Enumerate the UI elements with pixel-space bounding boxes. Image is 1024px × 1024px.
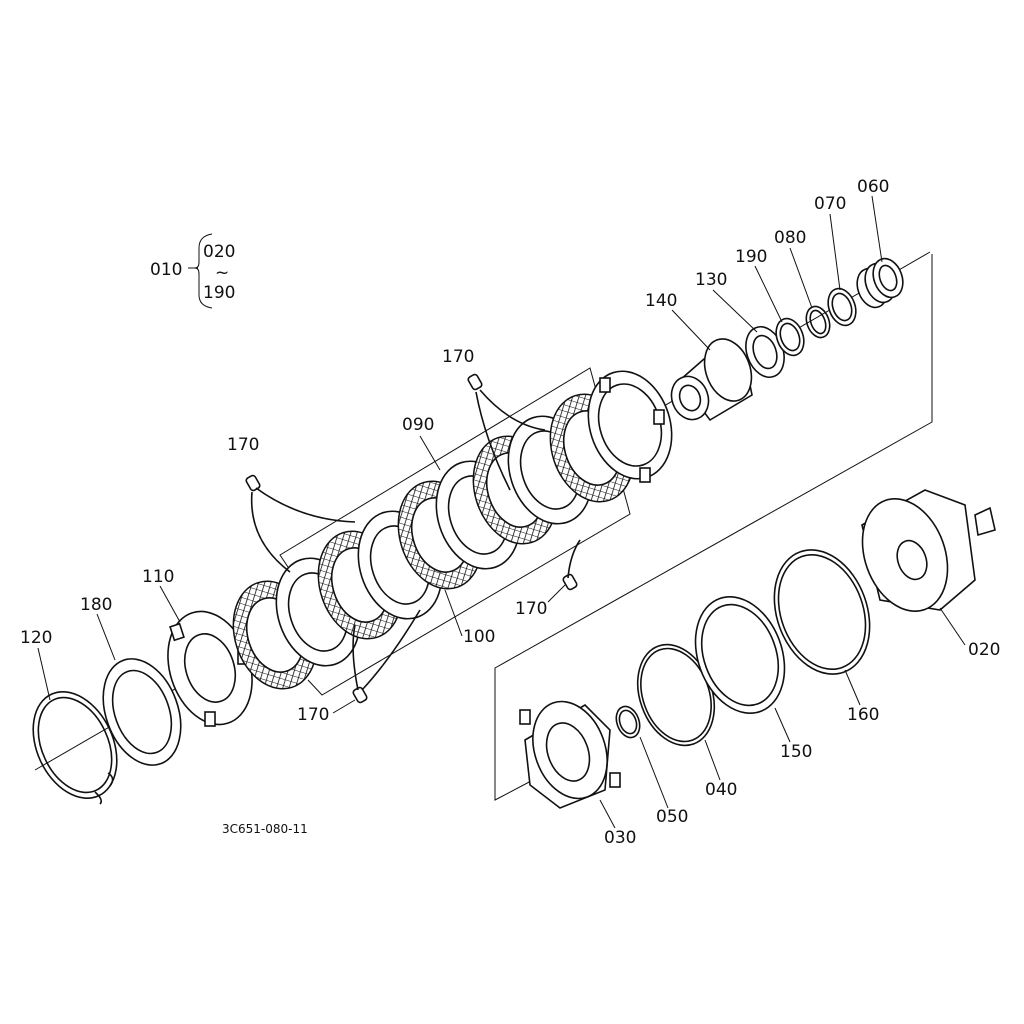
callout-170-right: 170 [515,599,547,619]
hub-140 [670,338,753,422]
callout-190: 190 [735,247,767,267]
callout-090: 090 [402,415,434,435]
callout-170-bottom: 170 [297,705,329,725]
spring-060 [856,257,904,309]
callout-180: 180 [80,595,112,615]
callout-170-left: 170 [227,435,259,455]
callout-080: 080 [774,228,806,248]
callout-070: 070 [814,194,846,214]
o-ring-050 [615,705,641,739]
callout-140: 140 [645,291,677,311]
drum-020 [861,489,996,612]
callout-060: 060 [857,177,889,197]
assembly-to-label: 190 [203,283,235,303]
housing-030 [519,700,621,809]
assembly-tilde-label: ~ [215,263,229,283]
callout-labels: 010 020 ~ 190 060 070 080 190 130 140 17… [20,177,1000,848]
snap-ring-080 [805,305,831,339]
assembly-ref-label: 010 [150,260,182,280]
callout-110: 110 [142,567,174,587]
spring-170-b [467,373,546,491]
spring-170-c [562,539,581,591]
ring-190 [775,317,805,357]
washer-180 [102,658,182,766]
callout-120: 120 [20,628,52,648]
callout-170-top: 170 [442,347,474,367]
callout-100: 100 [463,627,495,647]
plate-150 [694,596,786,714]
drawing-code-label: 3C651-080-11 [222,822,308,836]
spring-170-a [245,474,356,573]
callout-020: 020 [968,640,1000,660]
assembly-bracket [188,233,213,309]
spring-170-d [352,609,421,704]
callout-150: 150 [780,742,812,762]
callout-130: 130 [695,270,727,290]
washer-070 [827,287,857,327]
callout-040: 040 [705,780,737,800]
callout-030: 030 [604,828,636,848]
seal-ring-160 [773,549,871,675]
pressure-plate [587,370,673,483]
callout-050: 050 [656,807,688,827]
leader-lines [37,195,966,829]
assembly-from-label: 020 [203,242,235,262]
callout-160: 160 [847,705,879,725]
